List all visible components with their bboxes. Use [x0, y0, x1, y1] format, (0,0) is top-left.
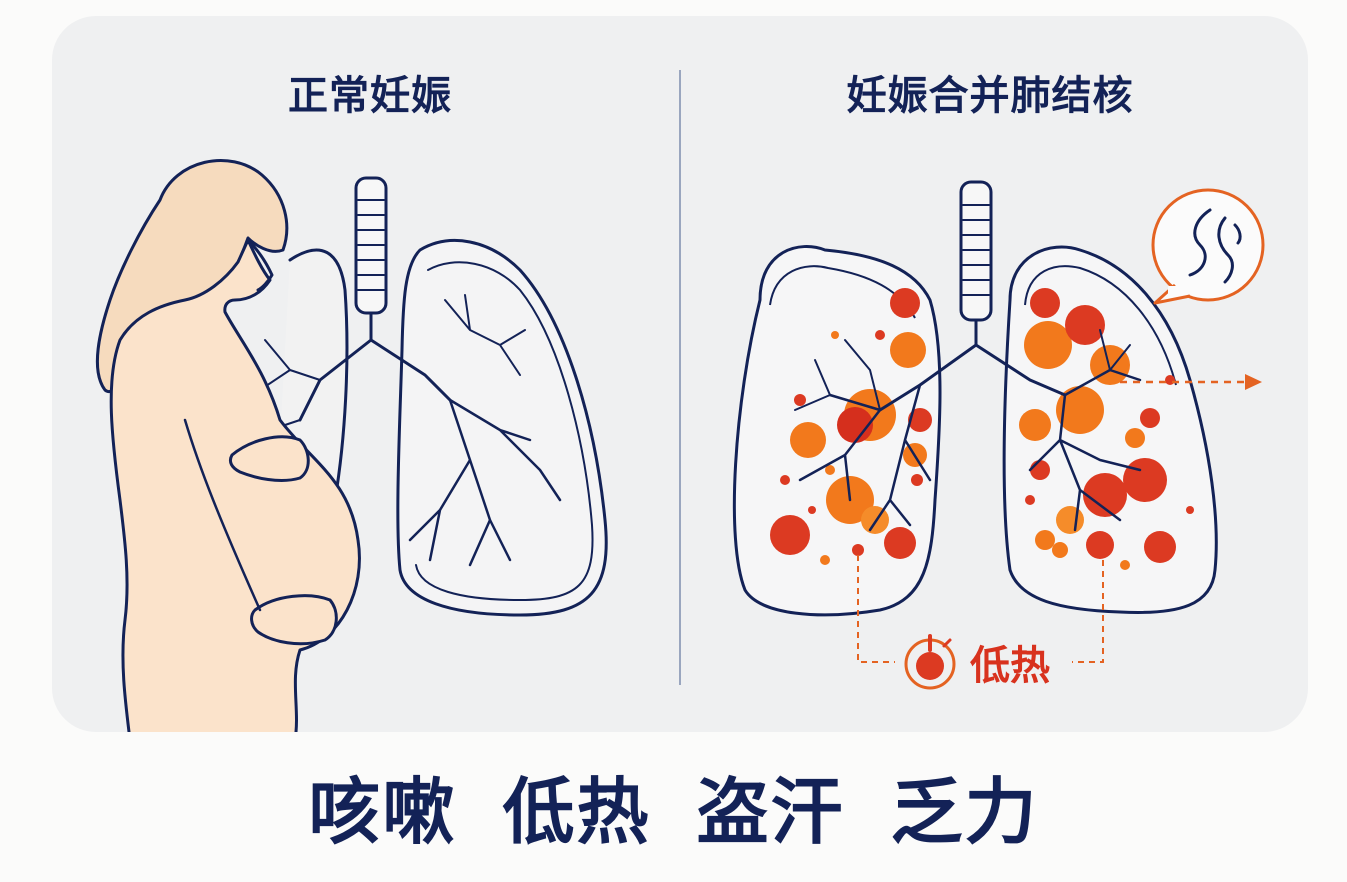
- normal-pregnancy-title: 正常妊娠: [288, 73, 452, 119]
- symptom-cough: 咳嗽: [308, 770, 457, 854]
- right-lung: [396, 238, 608, 617]
- trachea-rings: [357, 199, 385, 291]
- woman-hand-lower: [250, 594, 338, 646]
- symptoms-row: 咳嗽 低热 盗汗 乏力: [0, 762, 1347, 862]
- symptom-fatigue: 乏力: [890, 770, 1039, 854]
- woman-hand-upper: [228, 435, 310, 482]
- arrow-right-icon: [1120, 374, 1262, 390]
- fever-label: 低热: [970, 643, 1050, 689]
- lesions-right-lung: [1019, 288, 1194, 570]
- infected-lungs: [732, 180, 1218, 617]
- symptom-night-sweats: 盗汗: [696, 770, 845, 854]
- pregnancy-tb-title: 妊娠合并肺结核: [846, 73, 1134, 119]
- pregnant-woman-figure: [95, 159, 361, 732]
- thermometer-icon: [904, 634, 956, 690]
- fever-connector: [857, 555, 1104, 663]
- symptom-low-fever: 低热: [502, 770, 651, 854]
- healthy-lungs: [259, 176, 608, 617]
- cough-bubble-icon: [1151, 188, 1265, 305]
